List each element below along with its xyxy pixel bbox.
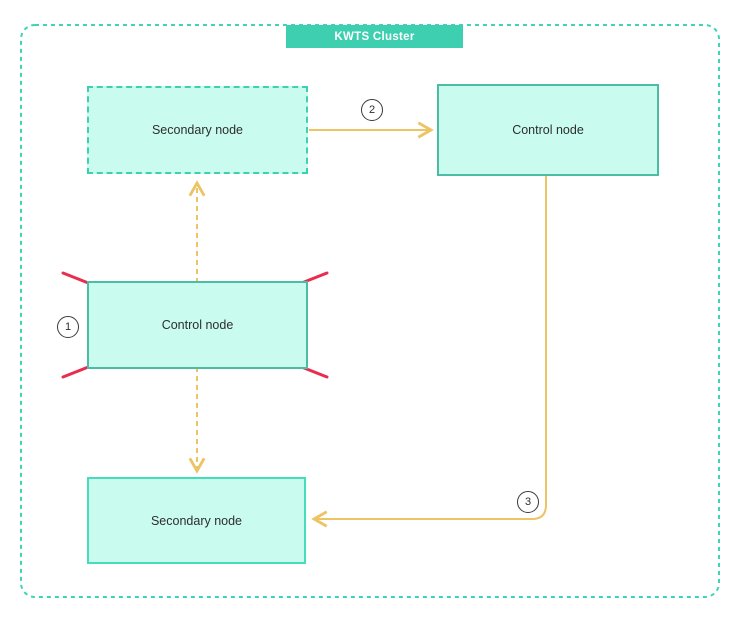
node-control-active: Control node: [437, 84, 659, 176]
node-control-failed-label: Control node: [161, 318, 234, 332]
node-control-failed: Control node: [87, 281, 308, 369]
step-badge-1: 1: [57, 316, 79, 338]
cluster-title: KWTS Cluster: [286, 25, 463, 48]
node-secondary-bottom: Secondary node: [87, 477, 306, 564]
node-control-active-label: Control node: [512, 123, 584, 137]
arrow-step-3: [311, 176, 547, 528]
node-secondary-top: Secondary node: [87, 86, 308, 174]
step-badge-2: 2: [361, 99, 383, 121]
step-badge-1-label: 1: [64, 321, 72, 333]
node-secondary-top-label: Secondary node: [151, 123, 244, 137]
step-badge-3: 3: [517, 491, 539, 513]
node-secondary-bottom-label: Secondary node: [150, 513, 243, 528]
step-badge-3-label: 3: [524, 496, 532, 508]
step-badge-2-label: 2: [368, 104, 376, 116]
